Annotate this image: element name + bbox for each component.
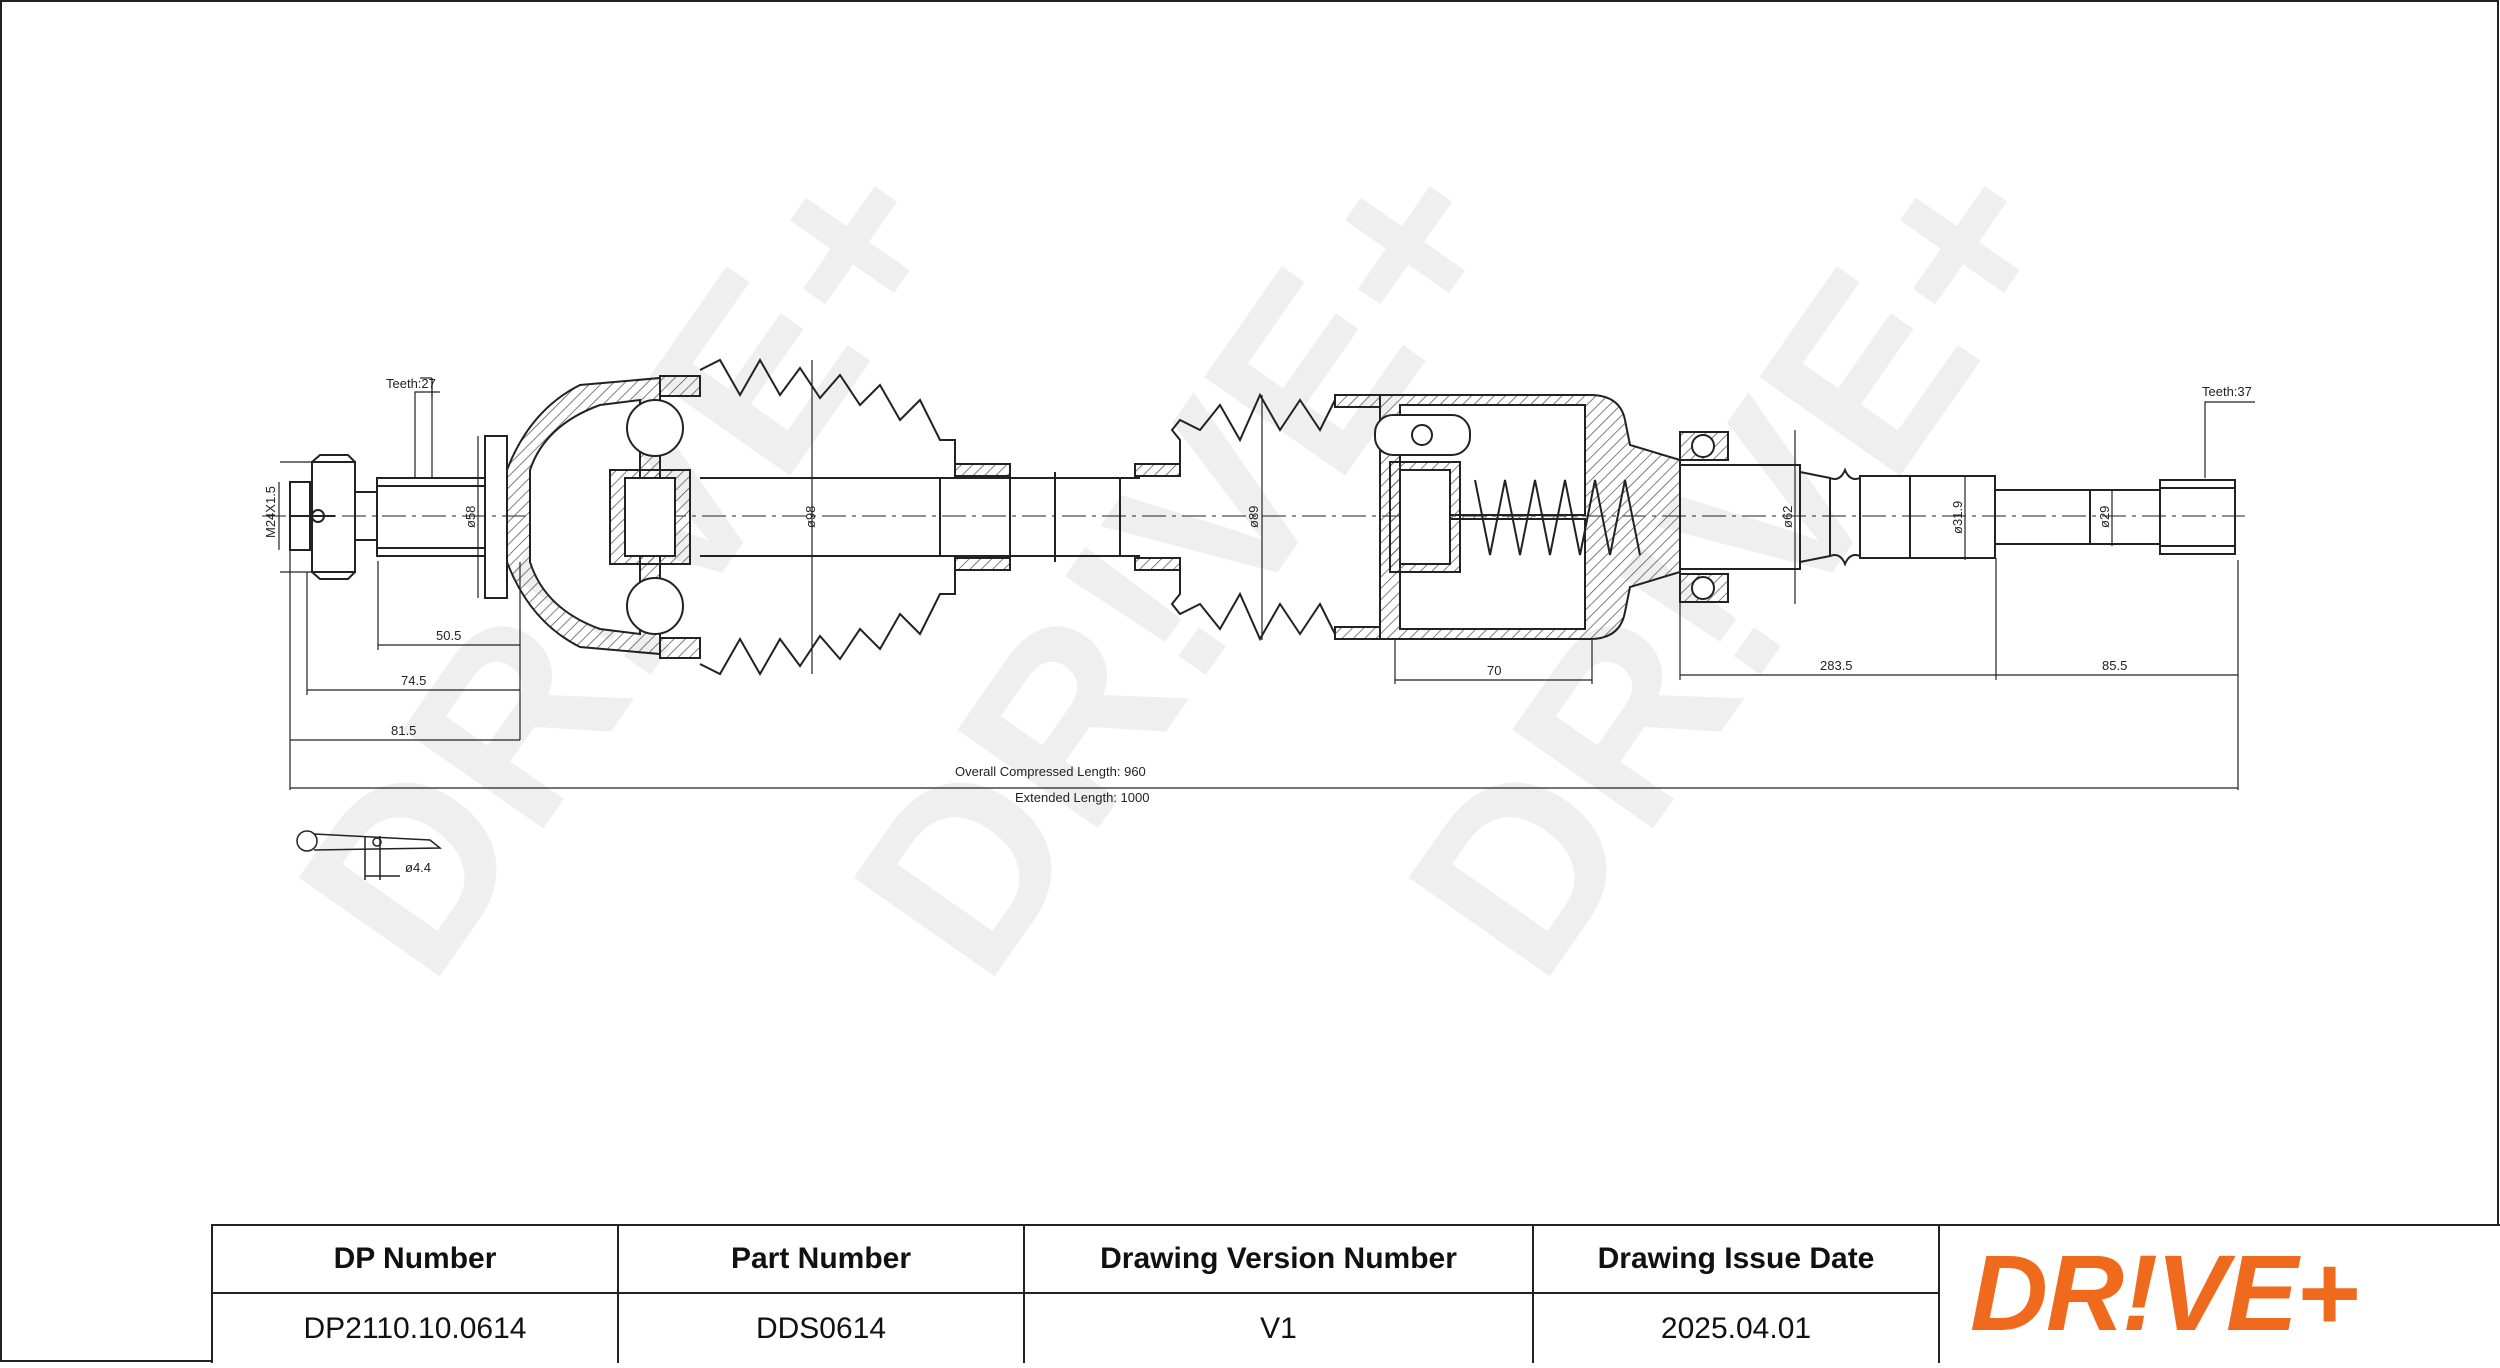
right-stub-body bbox=[1679, 464, 1801, 570]
dimension-labels: Teeth:27 Teeth:37 M24X1.5 ø58 ø98 ø89 ø6… bbox=[263, 376, 2252, 875]
len-74-5-label: 74.5 bbox=[401, 673, 426, 688]
outer-boot-bottom bbox=[699, 564, 956, 677]
drawing-issue-column: Drawing Issue Date 2025.04.01 bbox=[1534, 1226, 1940, 1363]
inner-boot-top bbox=[1170, 392, 1336, 470]
inner-boot-bottom bbox=[1170, 564, 1336, 642]
extended-length-label: Extended Length: 1000 bbox=[1015, 790, 1149, 805]
nut-bottom bbox=[311, 571, 356, 580]
dimension-lines bbox=[278, 360, 2255, 790]
part-number-column: Part Number DDS0614 bbox=[619, 1226, 1025, 1363]
drive-logo-text: DR!VE+ bbox=[1970, 1240, 2357, 1350]
len-70-label: 70 bbox=[1487, 663, 1501, 678]
dia-62-label: ø62 bbox=[1780, 506, 1795, 528]
drawing-version-label: Drawing Version Number bbox=[1025, 1226, 1532, 1294]
drawing-issue-label: Drawing Issue Date bbox=[1534, 1226, 1938, 1294]
nut-top bbox=[311, 454, 356, 463]
drawing-version-column: Drawing Version Number V1 bbox=[1025, 1226, 1534, 1363]
len-283-5-label: 283.5 bbox=[1820, 658, 1853, 673]
thread-label: M24X1.5 bbox=[263, 486, 278, 538]
bearing-top bbox=[1691, 434, 1715, 458]
logo-cell: DR!VE+ bbox=[1940, 1226, 2500, 1363]
bearing-bottom bbox=[1691, 576, 1715, 600]
drawing-issue-value: 2025.04.01 bbox=[1660, 1311, 1812, 1345]
shaft-assembly bbox=[262, 357, 2245, 677]
len-81-5-label: 81.5 bbox=[391, 723, 416, 738]
ball-bottom bbox=[626, 577, 684, 635]
spring bbox=[1474, 479, 1641, 556]
len-85-5-label: 85.5 bbox=[2102, 658, 2127, 673]
dp-number-column: DP Number DP2110.10.0614 bbox=[213, 1226, 619, 1363]
part-number-value: DDS0614 bbox=[755, 1311, 887, 1345]
ball-top bbox=[626, 399, 684, 457]
dia-58-label: ø58 bbox=[463, 506, 478, 528]
dia-31-9-label: ø31.9 bbox=[1950, 501, 1965, 534]
part-number-label: Part Number bbox=[619, 1226, 1023, 1294]
len-50-5-label: 50.5 bbox=[436, 628, 461, 643]
dia-98-label: ø98 bbox=[803, 506, 818, 528]
teeth-left-label: Teeth:27 bbox=[386, 376, 436, 391]
drive-logo: DR!VE+ bbox=[1970, 1240, 2359, 1350]
right-spline bbox=[2159, 479, 2236, 555]
right-shaft-section bbox=[1859, 475, 1996, 559]
dp-number-label: DP Number bbox=[213, 1226, 617, 1294]
split-pin-detail bbox=[296, 830, 443, 880]
outer-boot-top bbox=[699, 357, 956, 470]
dia-89-label: ø89 bbox=[1246, 506, 1261, 528]
drawing-version-value: V1 bbox=[1260, 1311, 1297, 1345]
dia-29-label: ø29 bbox=[2097, 506, 2112, 528]
tripod-roller bbox=[1374, 414, 1471, 456]
dp-number-value: DP2110.10.0614 bbox=[303, 1311, 527, 1345]
title-block: DP Number DP2110.10.0614 Part Number DDS… bbox=[211, 1224, 2500, 1363]
pin-dia-label: ø4.4 bbox=[405, 860, 431, 875]
overall-compressed-label: Overall Compressed Length: 960 bbox=[955, 764, 1146, 779]
teeth-right-label: Teeth:37 bbox=[2202, 384, 2252, 399]
